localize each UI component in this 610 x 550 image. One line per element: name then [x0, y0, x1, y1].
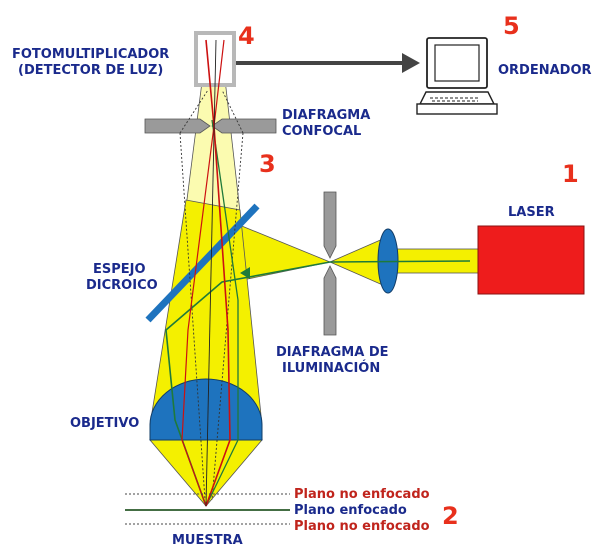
illum-label-1: DIAFRAGMA DE — [276, 345, 389, 360]
emission-ray-dark — [205, 39, 217, 507]
laser-label: LASER — [508, 205, 555, 220]
number-4: 4 — [238, 22, 255, 50]
emission-ray-red — [205, 39, 231, 507]
excitation-ray-green — [165, 260, 471, 507]
illum-label-2: ILUMINACIÓN — [282, 360, 380, 376]
confocal-label-2: CONFOCAL — [282, 124, 361, 139]
plane-bottom-label: Plano no enfocado — [294, 519, 430, 534]
computer-label: ORDENADOR — [498, 63, 592, 78]
confocal-label-1: DIAFRAGMA — [282, 108, 370, 123]
detector-label-2: (DETECTOR DE LUZ) — [18, 63, 163, 78]
confocal-pinhole-left — [144, 118, 211, 134]
computer-icon — [416, 37, 498, 115]
excitation-ray-green-2 — [205, 119, 239, 507]
emission-ray-red-2 — [181, 39, 225, 507]
detector-label-1: FOTOMULTIPLICADOR — [12, 47, 169, 62]
laser-source — [477, 225, 585, 295]
plane-top-label: Plano no enfocado — [294, 487, 430, 502]
number-5: 5 — [503, 12, 520, 40]
illumination-pinhole-lower — [323, 265, 337, 336]
number-1: 1 — [562, 160, 579, 188]
number-3: 3 — [259, 150, 276, 178]
defocus-ray-left — [179, 132, 206, 501]
confocal-pinhole-right — [211, 118, 277, 134]
defocus-ray-left-up — [179, 89, 209, 134]
data-arrow-head — [402, 53, 420, 73]
illumination-pinhole-upper — [323, 191, 337, 259]
excitation-arrowhead — [240, 267, 250, 279]
number-2: 2 — [442, 502, 459, 530]
mirror-label-1: ESPEJO — [93, 262, 146, 277]
mirror-label-2: DICROICO — [86, 278, 158, 293]
objective-label: OBJETIVO — [70, 416, 139, 431]
plane-mid-label: Plano enfocado — [294, 503, 407, 518]
objective-lens — [149, 378, 263, 441]
dichroic-mirror — [145, 203, 260, 323]
sample-label: MUESTRA — [172, 533, 243, 548]
